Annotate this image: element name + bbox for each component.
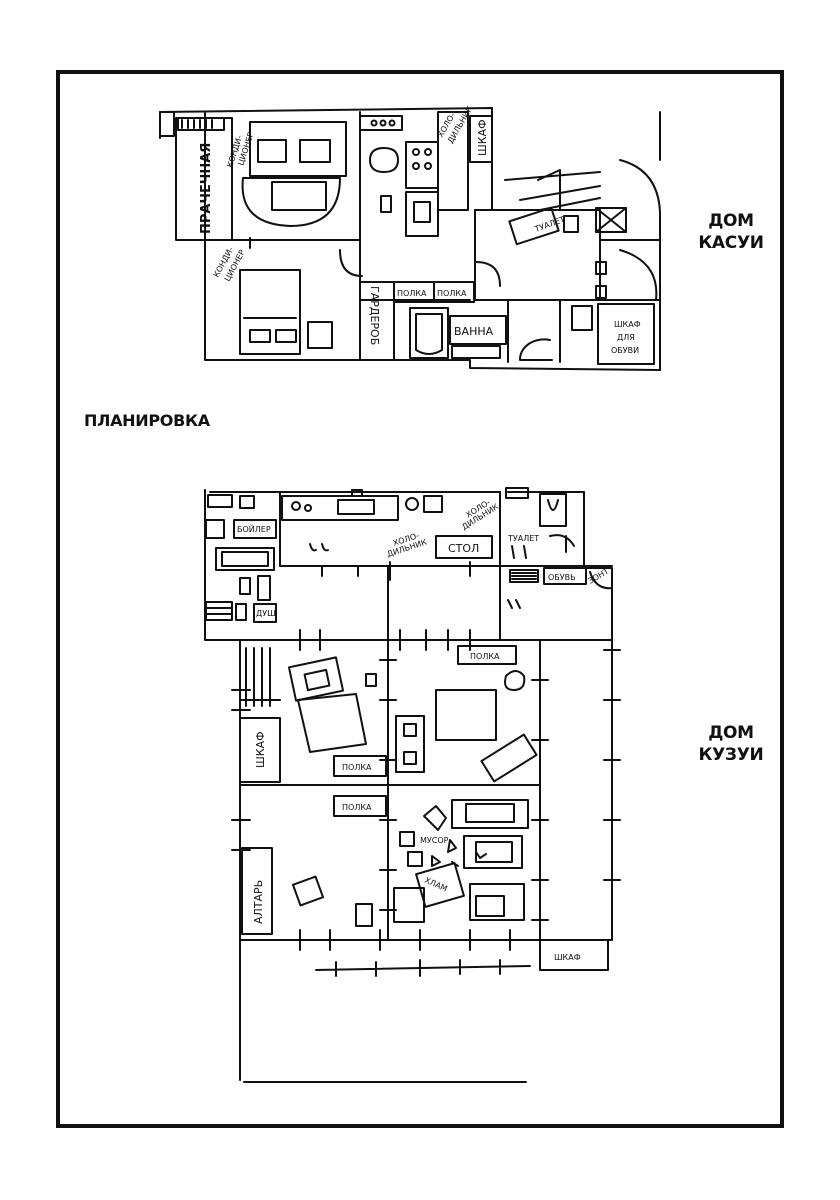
kuzui-house-heading: ДОМ КУЗУИ (696, 722, 766, 766)
label-shoe-cabinet-2: ДЛЯ (617, 333, 635, 342)
page-border (56, 70, 784, 1128)
kuzui-heading-line-1: ДОМ (708, 723, 754, 743)
label-shelf-1: ПОЛКА (397, 289, 427, 298)
kasui-heading-line-1: ДОМ (708, 211, 754, 231)
label-bath: ВАННА (454, 325, 494, 338)
label-shelf-top: ПОЛКА (470, 652, 500, 661)
kuzui-plan (204, 487, 621, 1083)
label-table: СТОЛ (448, 542, 479, 555)
label-shelf-low: ПОЛКА (342, 803, 372, 812)
kasui-plan (159, 107, 661, 371)
label-toilet: ТУАЛЕТ (507, 534, 539, 543)
label-shoe-cabinet-1: ШКАФ (614, 320, 641, 329)
label-closet: ШКАФ (476, 119, 489, 156)
label-closet-bottom: ШКАФ (554, 953, 581, 962)
label-shower: ДУШ (256, 609, 276, 618)
label-trash: МУСОР (420, 836, 449, 845)
label-closet-left: ШКАФ (254, 731, 267, 768)
layout-heading-text: ПЛАНИРОВКА (84, 411, 210, 430)
label-wardrobe: ГАРДЕРОБ (368, 286, 381, 345)
label-shoes: ОБУВЬ (548, 573, 576, 582)
label-shelf-2: ПОЛКА (437, 289, 467, 298)
label-altar: АЛТАРЬ (252, 880, 265, 924)
kasui-heading-line-2: КАСУИ (698, 233, 764, 253)
kuzui-heading-line-2: КУЗУИ (698, 745, 764, 765)
label-junk: ХЛАМ (423, 876, 449, 894)
label-shelf-mid: ПОЛКА (342, 763, 372, 772)
label-shoe-cabinet-3: ОБУВИ (611, 346, 639, 355)
kuzui-labels: БОЙЛЕР ДУШ ХОЛО- ДИЛЬНИК ХОЛО- ДИЛЬНИК С… (237, 498, 610, 962)
label-laundry: ПРАЧЕЧНАЯ (199, 143, 214, 234)
label-boiler: БОЙЛЕР (237, 523, 271, 534)
label-umbrella: ЗОНТ (587, 567, 611, 586)
layout-heading: ПЛАНИРОВКА (84, 410, 210, 432)
label-toilet: ТУАЛЕТ (533, 215, 566, 235)
kasui-house-heading: ДОМ КАСУИ (696, 210, 766, 254)
